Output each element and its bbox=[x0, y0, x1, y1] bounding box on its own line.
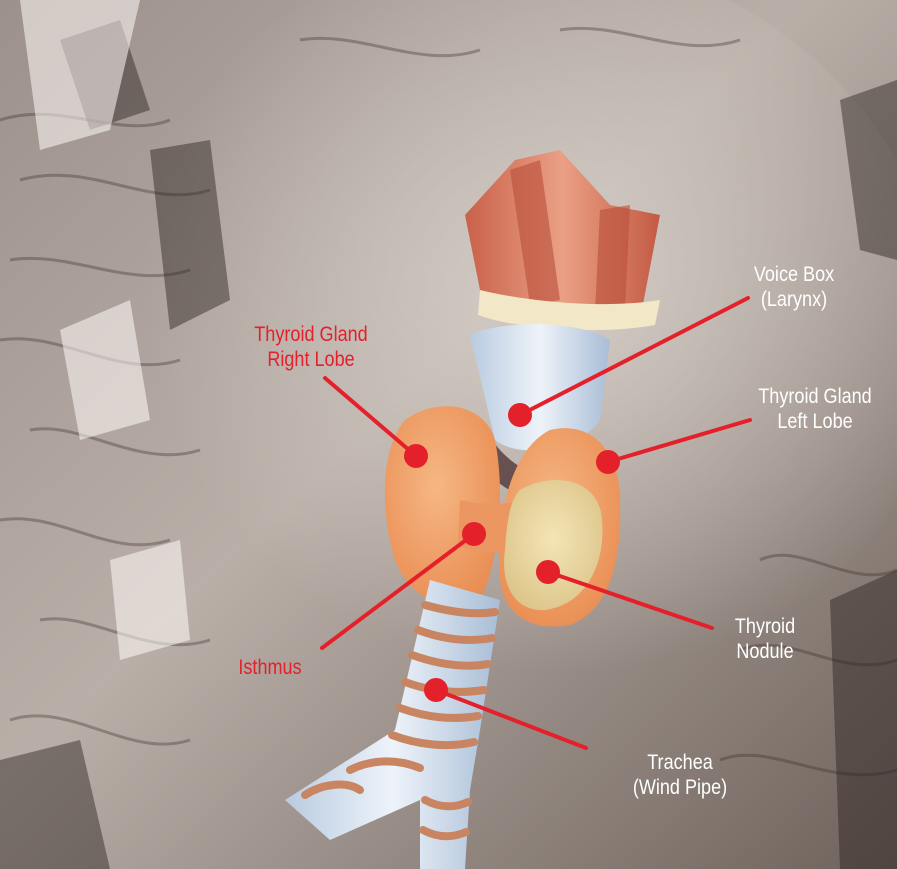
right-lobe-marker bbox=[404, 444, 428, 468]
nodule-label-line2: Nodule bbox=[709, 639, 821, 664]
isthmus-label-line1: Isthmus bbox=[218, 655, 321, 680]
thyroid-left-lobe-label: Thyroid Gland Left Lobe bbox=[746, 384, 884, 434]
left-lobe-label-line1: Thyroid Gland bbox=[746, 384, 884, 409]
trachea-label-line2: (Wind Pipe) bbox=[620, 775, 740, 800]
voice-box-marker bbox=[508, 403, 532, 427]
right-lobe-label-line1: Thyroid Gland bbox=[242, 322, 380, 347]
left-lobe-label-line2: Left Lobe bbox=[746, 409, 884, 434]
isthmus-label: Isthmus bbox=[218, 655, 321, 680]
trachea-label: Trachea (Wind Pipe) bbox=[620, 750, 740, 800]
voice-box-label: Voice Box (Larynx) bbox=[734, 262, 854, 312]
trachea-marker bbox=[424, 678, 448, 702]
thyroid-right-lobe-label: Thyroid Gland Right Lobe bbox=[242, 322, 380, 372]
thyroid-nodule-label: Thyroid Nodule bbox=[709, 614, 821, 664]
trachea-label-line1: Trachea bbox=[620, 750, 740, 775]
left-lobe-marker bbox=[596, 450, 620, 474]
nodule-label-line1: Thyroid bbox=[709, 614, 821, 639]
voice-box-label-line2: (Larynx) bbox=[734, 287, 854, 312]
nodule-marker bbox=[536, 560, 560, 584]
voice-box-label-line1: Voice Box bbox=[734, 262, 854, 287]
isthmus-marker bbox=[462, 522, 486, 546]
right-lobe-label-line2: Right Lobe bbox=[242, 347, 380, 372]
